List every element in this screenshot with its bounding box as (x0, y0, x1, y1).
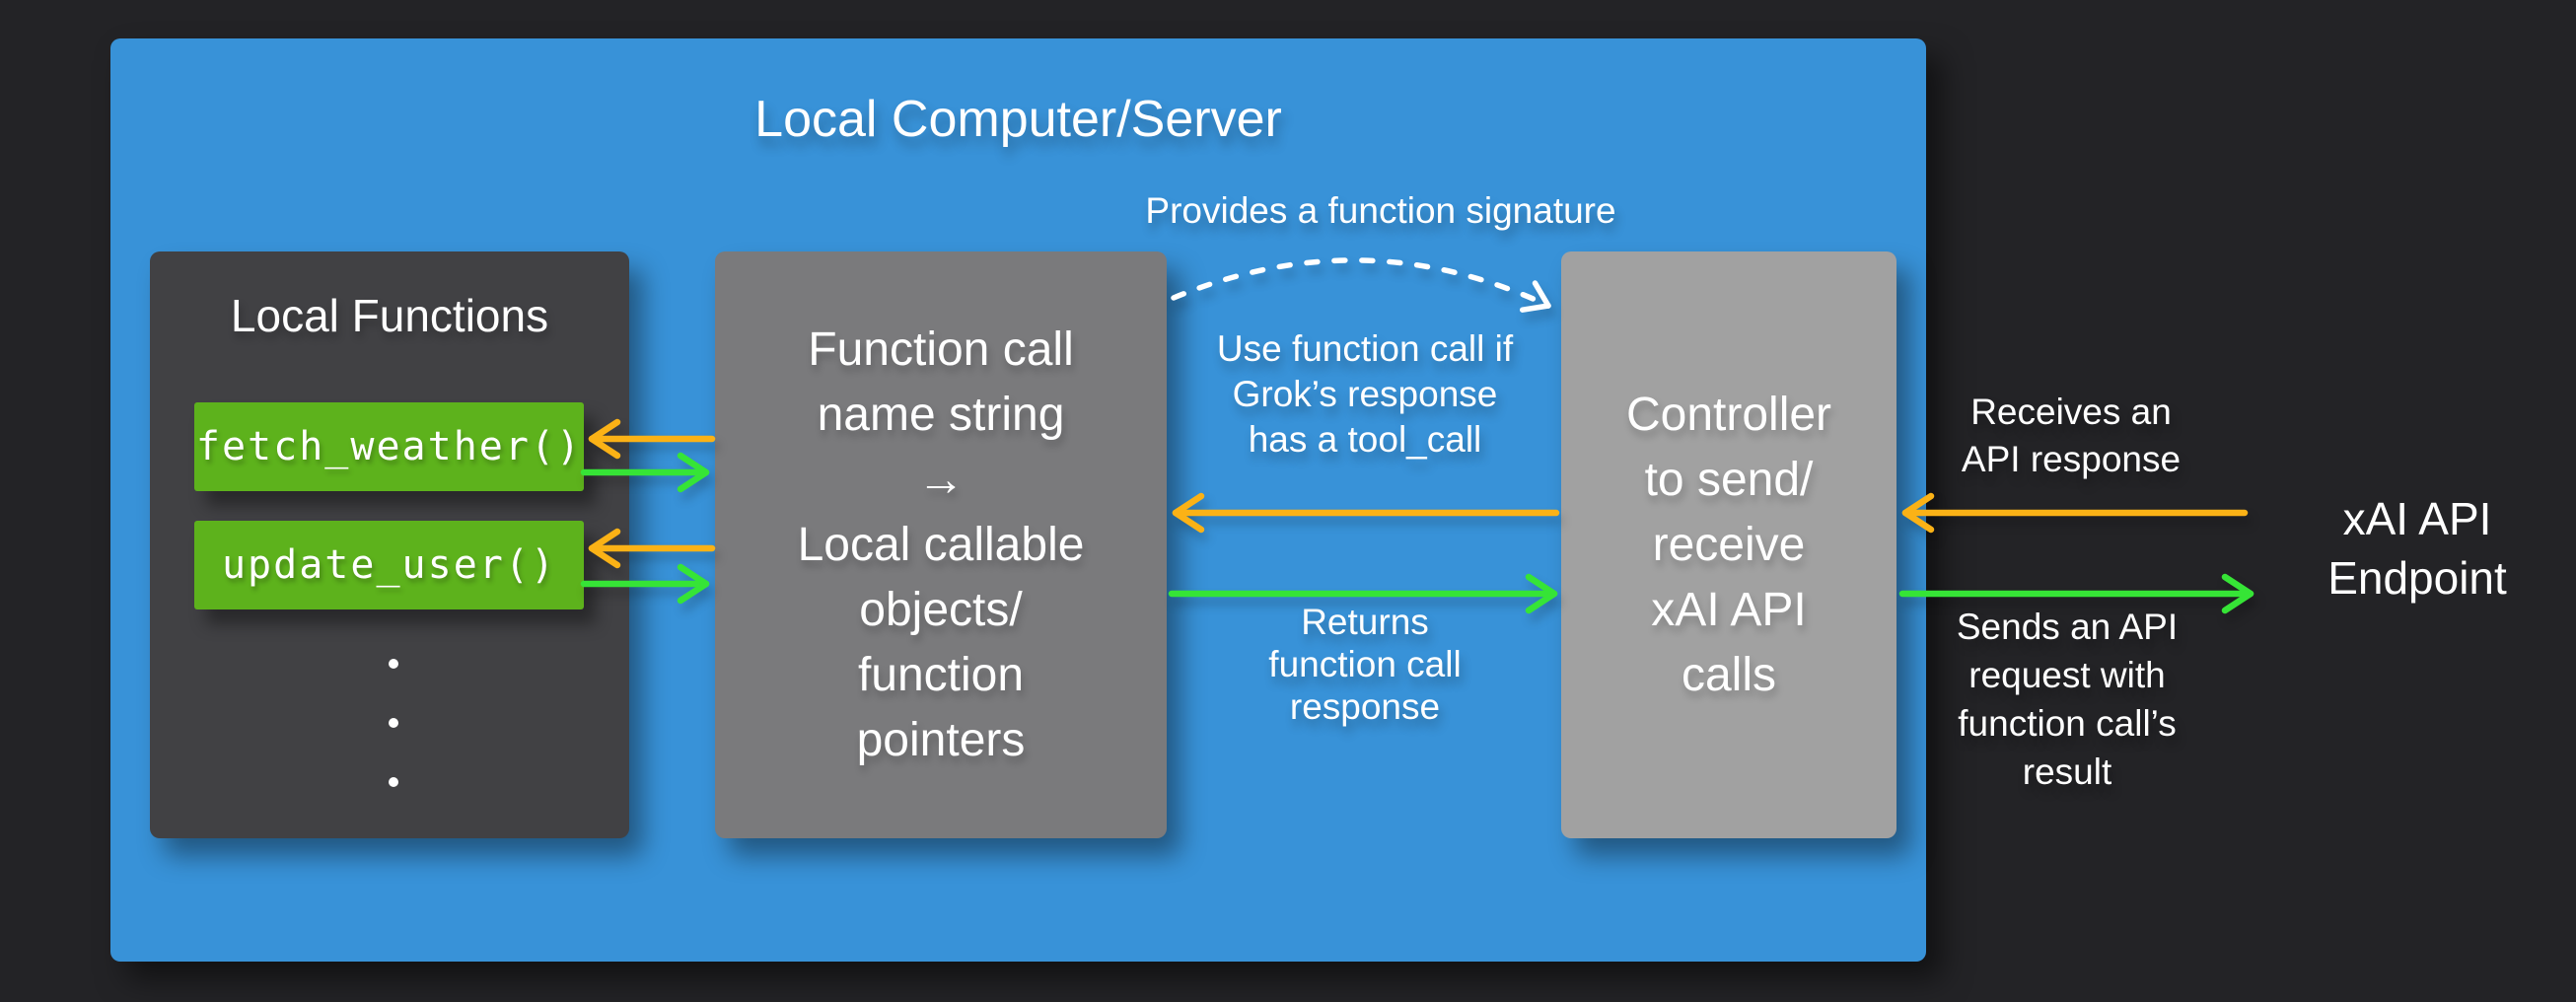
mapper-arrow-glyph: → (917, 453, 965, 506)
mapper-line: Local callable (797, 518, 1085, 571)
annotation-use-tool-call: Use function call if Grok’s response has… (1216, 328, 1514, 460)
mapper-line: objects/ (859, 583, 1023, 636)
xai-api-endpoint-label: xAI API Endpoint (2327, 493, 2507, 604)
function-chip-update-user: update_user() (194, 521, 584, 609)
controller-line: to send/ (1644, 453, 1814, 506)
ellipsis-dot (389, 718, 398, 728)
annotation-provides-signature: Provides a function signature (1145, 190, 1616, 231)
function-mapper-box: Function call name string → Local callab… (715, 251, 1167, 838)
ellipsis-dot (389, 777, 398, 787)
annotation-sends-request: Sends an API request with function call’… (1956, 607, 2179, 792)
annotation-returns-response: Returns function call response (1268, 602, 1462, 727)
local-functions-title: Local Functions (230, 290, 549, 341)
controller-line: receive (1652, 518, 1806, 571)
mapper-line: pointers (856, 713, 1026, 766)
controller-line: xAI API (1651, 583, 1807, 636)
controller-line: Controller (1625, 388, 1832, 441)
panel-title: Local Computer/Server (754, 91, 1282, 148)
function-chip-fetch-weather: fetch_weather() (194, 402, 584, 491)
controller-box: Controller to send/ receive xAI API call… (1561, 251, 1896, 838)
mapper-line: name string (817, 388, 1065, 441)
annotation-receives-response: Receives an API response (1961, 392, 2182, 479)
controller-line: calls (1681, 648, 1777, 701)
ellipsis-dot (389, 659, 398, 669)
mapper-line: Function call (808, 322, 1074, 376)
mapper-line: function (857, 648, 1025, 701)
